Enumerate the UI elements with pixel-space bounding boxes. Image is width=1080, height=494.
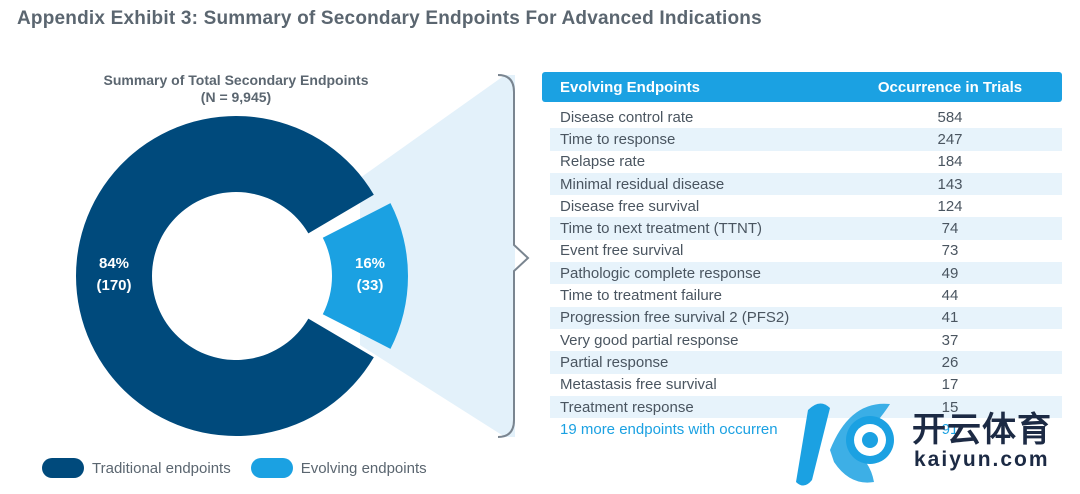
occurrence-count: 584 bbox=[937, 108, 963, 126]
endpoint-name: Pathologic complete response bbox=[560, 264, 761, 282]
legend-swatch-evolving bbox=[250, 458, 293, 478]
occurrence-count: 26 bbox=[941, 353, 959, 371]
table-row: Time to response 247 bbox=[550, 128, 1062, 151]
occurrence-count: 41 bbox=[941, 309, 959, 327]
endpoint-name: Treatment response bbox=[560, 398, 694, 416]
occurrence-count: 37 bbox=[941, 331, 959, 349]
column-header-occurrence: Occurrence in Trials bbox=[877, 78, 1023, 96]
callout-bracket bbox=[497, 74, 530, 438]
legend-label-traditional: Traditional endpoints bbox=[92, 459, 231, 477]
endpoint-name: Time to treatment failure bbox=[560, 287, 723, 305]
table-row: Pathologic complete response 49 bbox=[550, 262, 1062, 285]
occurrence-count: 44 bbox=[941, 287, 959, 305]
endpoint-name: Partial response bbox=[560, 353, 669, 371]
table-row: Relapse rate 184 bbox=[550, 151, 1062, 173]
table-row: Event free survival 73 bbox=[550, 240, 1062, 262]
endpoint-name: Event free survival bbox=[560, 242, 684, 260]
more-endpoints-count: 91 bbox=[941, 420, 959, 438]
occurrence-count: 143 bbox=[937, 175, 963, 193]
evolving-count-label: (33) bbox=[357, 277, 384, 294]
endpoint-name: Progression free survival 2 (PFS2) bbox=[560, 309, 790, 327]
more-endpoints-label: 19 more endpoints with occurren bbox=[560, 420, 778, 438]
slice-traditional bbox=[76, 115, 374, 437]
endpoint-name: Minimal residual disease bbox=[560, 175, 725, 193]
table-row: Very good partial response 37 bbox=[550, 329, 1062, 351]
slice-evolving bbox=[322, 203, 408, 349]
occurrence-count: 124 bbox=[937, 197, 963, 215]
legend-item-evolving: Evolving endpoints bbox=[250, 458, 427, 478]
evolving-endpoints-table: Evolving Endpoints Occurrence in Trials … bbox=[542, 72, 1062, 440]
table-row: Partial response 26 bbox=[550, 351, 1062, 374]
occurrence-count: 73 bbox=[941, 242, 959, 260]
endpoint-name: Disease free survival bbox=[560, 197, 700, 215]
donut-chart-title: Summary of Total Secondary Endpoints (N … bbox=[80, 72, 392, 106]
table-row: Time to treatment failure 44 bbox=[550, 284, 1062, 306]
kaiyun-logo bbox=[796, 403, 894, 486]
logo-text-cn: 开云体育 bbox=[912, 411, 1052, 449]
table-row: Metastasis free survival 17 bbox=[550, 374, 1062, 396]
occurrence-count: 15 bbox=[941, 398, 959, 416]
legend-swatch-traditional bbox=[42, 458, 84, 478]
exhibit-title: Appendix Exhibit 3: Summary of Secondary… bbox=[17, 8, 762, 29]
endpoint-name: Disease control rate bbox=[560, 108, 694, 126]
evolving-percent-label: 16% bbox=[355, 255, 385, 272]
legend-item-traditional: Traditional endpoints bbox=[42, 458, 231, 478]
chart-legend: Traditional endpoints Evolving endpoints bbox=[42, 458, 447, 478]
occurrence-count: 247 bbox=[937, 130, 963, 148]
endpoint-name: Very good partial response bbox=[560, 331, 739, 349]
table-row: Progression free survival 2 (PFS2) 41 bbox=[550, 306, 1062, 329]
more-endpoints-row: 19 more endpoints with occurren 91 bbox=[550, 418, 1062, 440]
donut-subtitle-line: (N = 9,945) bbox=[200, 89, 272, 105]
traditional-percent-label: 84% bbox=[99, 255, 129, 272]
logo-text-en: kaiyun.com bbox=[914, 448, 1050, 471]
occurrence-count: 17 bbox=[941, 376, 959, 394]
occurrence-count: 184 bbox=[937, 153, 963, 171]
table-row: Treatment response 15 bbox=[550, 395, 1062, 419]
table-row: Disease free survival 124 bbox=[550, 195, 1062, 217]
endpoint-name: Time to response bbox=[560, 130, 676, 148]
column-header-endpoints: Evolving Endpoints bbox=[560, 78, 701, 96]
table-row: Disease control rate 584 bbox=[550, 106, 1062, 128]
donut-title-line: Summary of Total Secondary Endpoints bbox=[103, 72, 369, 88]
endpoint-name: Time to next treatment (TTNT) bbox=[560, 220, 762, 238]
table-row: Minimal residual disease 143 bbox=[550, 172, 1062, 196]
table-row: Time to next treatment (TTNT) 74 bbox=[550, 217, 1062, 240]
occurrence-count: 74 bbox=[941, 220, 959, 238]
legend-label-evolving: Evolving endpoints bbox=[300, 459, 427, 477]
occurrence-count: 49 bbox=[941, 264, 959, 282]
endpoint-name: Metastasis free survival bbox=[560, 376, 717, 394]
endpoint-name: Relapse rate bbox=[560, 153, 646, 171]
callout-wedge bbox=[360, 75, 515, 437]
table-header: Evolving Endpoints Occurrence in Trials bbox=[542, 72, 1062, 102]
traditional-count-label: (170) bbox=[96, 277, 131, 294]
